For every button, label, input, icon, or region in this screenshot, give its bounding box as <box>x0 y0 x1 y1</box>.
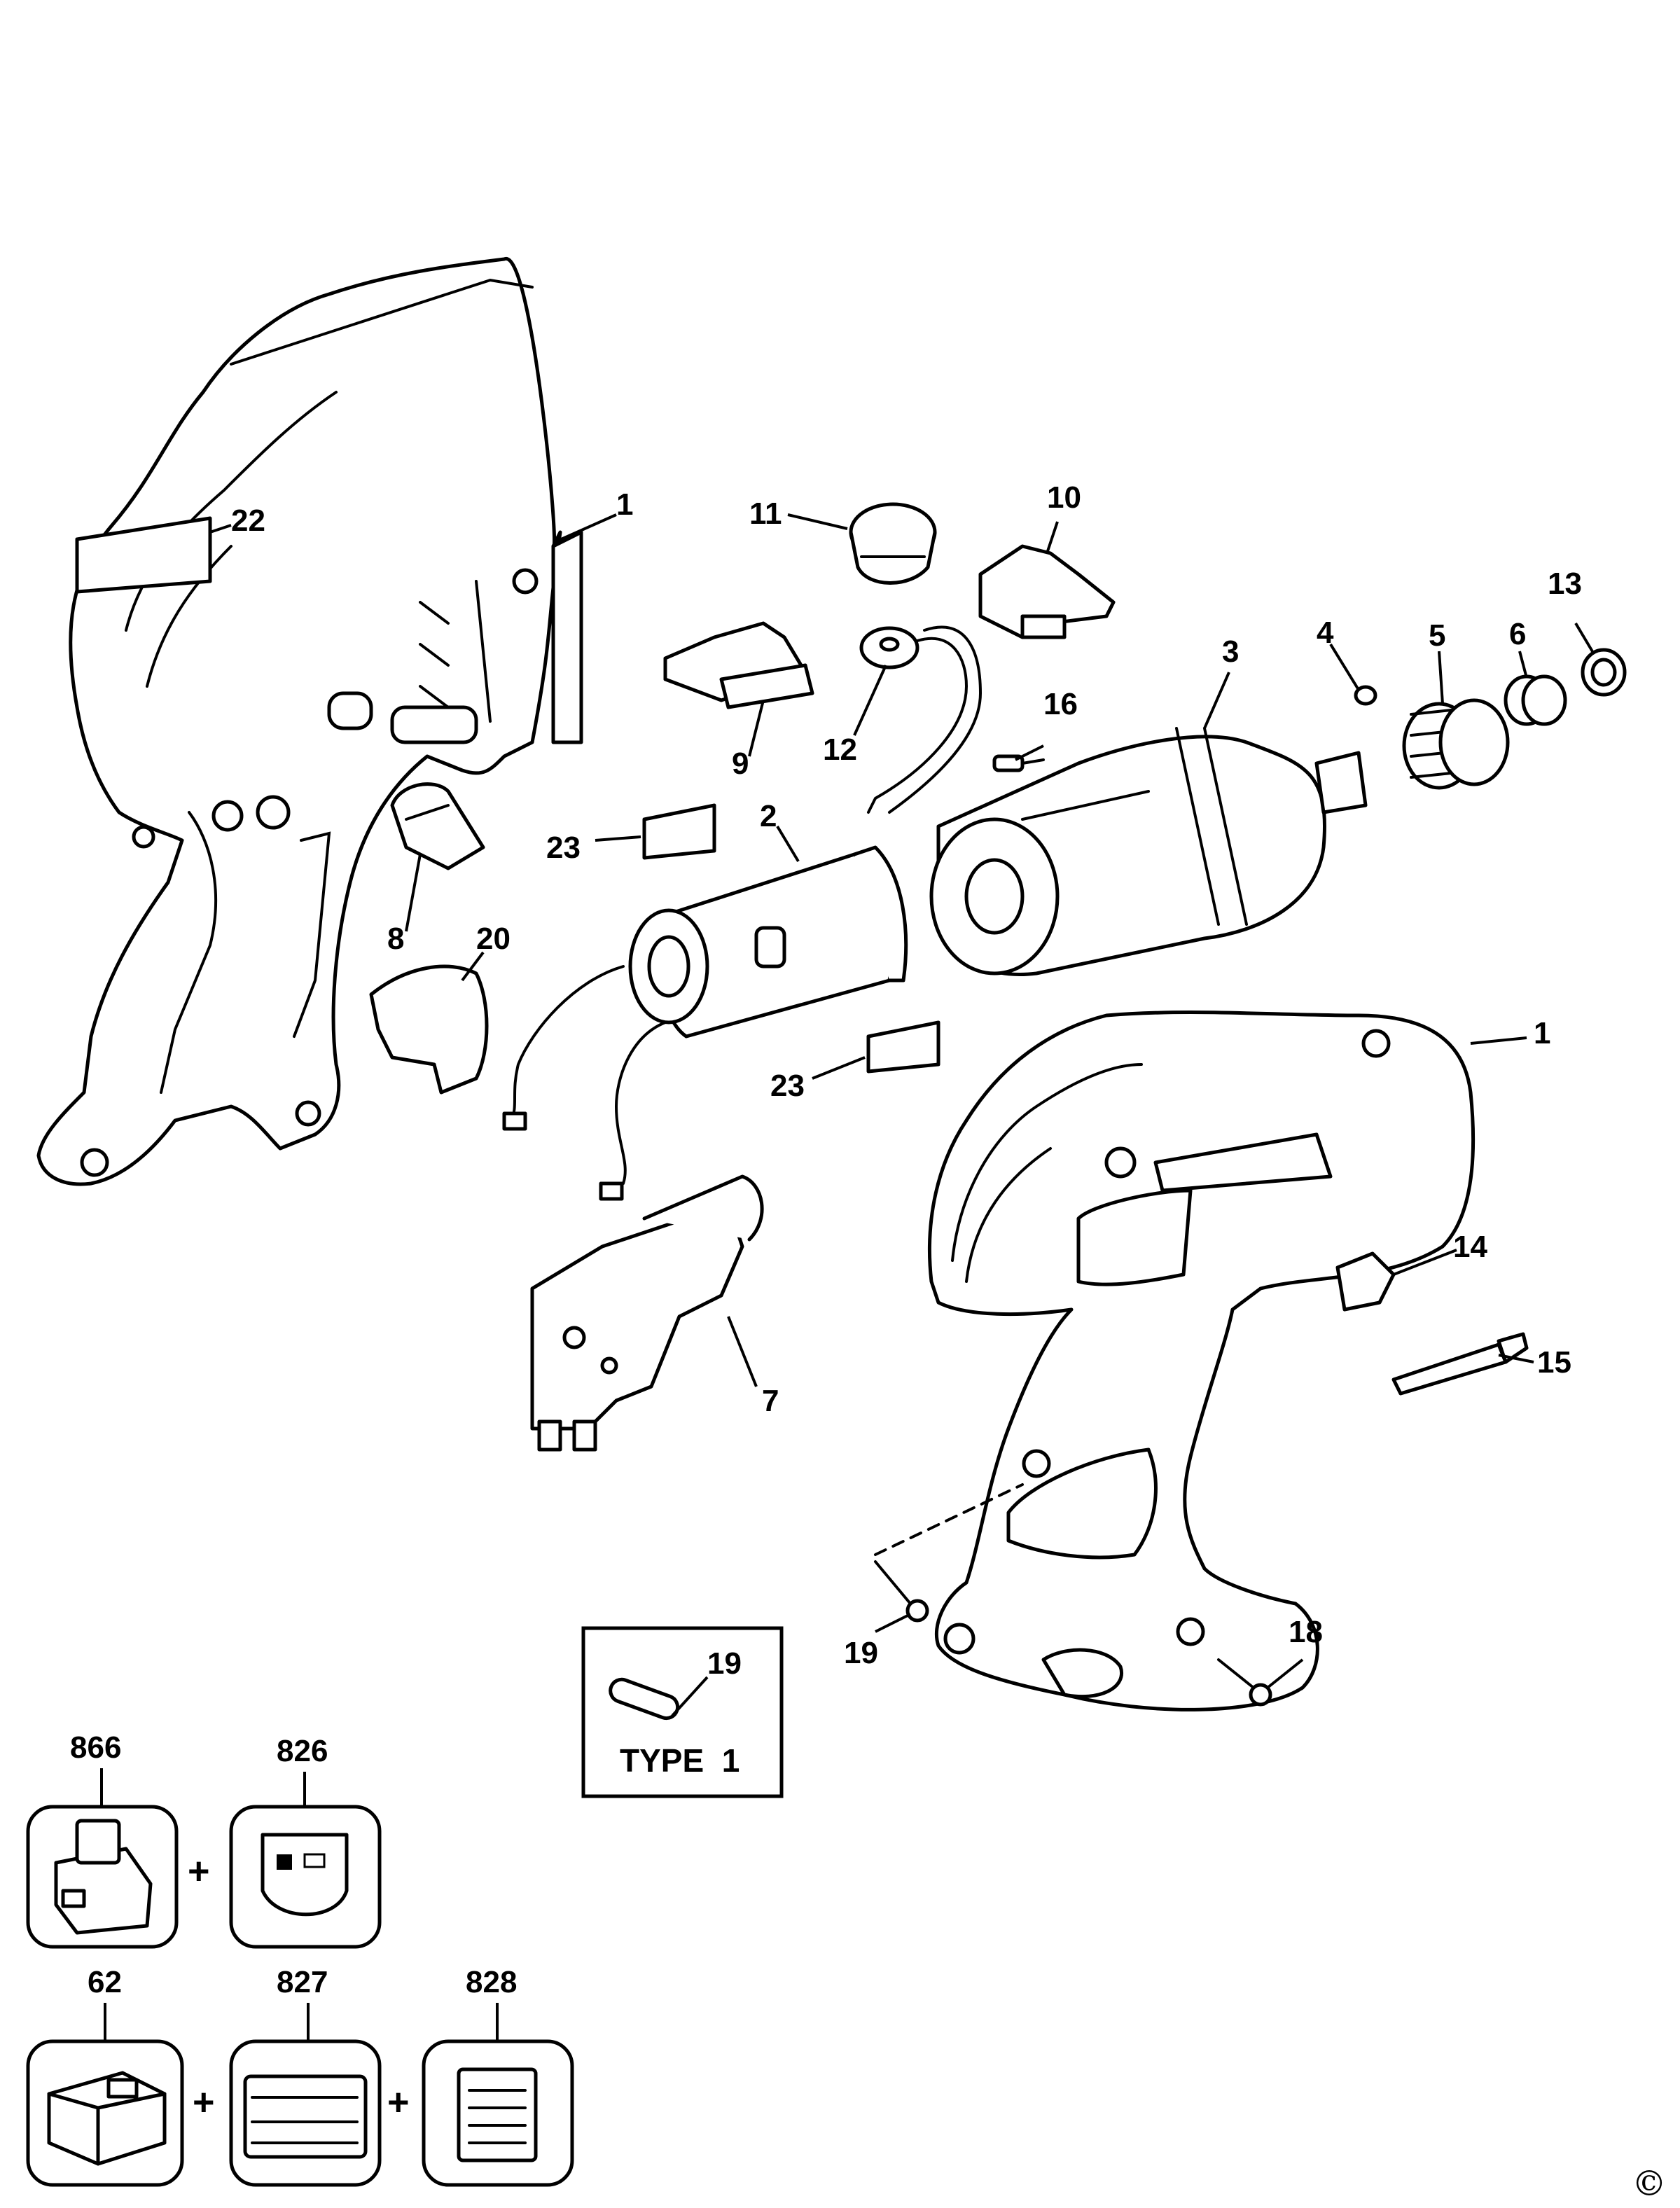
battery-icon <box>54 1819 153 1935</box>
charger-label-b-icon <box>457 2067 538 2162</box>
plus-sign-1: + <box>188 1850 210 1892</box>
part-label-3: 3 <box>1222 634 1239 669</box>
bit-15 <box>1391 1332 1529 1396</box>
part-label-13: 13 <box>1548 567 1582 601</box>
part-label-14: 14 <box>1453 1230 1487 1264</box>
part-label-2: 2 <box>760 799 777 833</box>
type-1-box: 19 TYPE 1 <box>581 1626 784 1798</box>
part-label-22: 22 <box>231 504 265 538</box>
part-12 <box>859 625 983 814</box>
motor <box>502 845 908 1201</box>
part-14 <box>1335 1251 1396 1312</box>
part-label-12: 12 <box>823 732 857 767</box>
right-housing-half <box>927 1011 1476 1711</box>
part-label-7: 7 <box>762 1384 779 1418</box>
charger-label-b-part-number: 828 <box>466 1965 517 1999</box>
part-label-1-right: 1 <box>1534 1016 1550 1050</box>
part-label-6: 6 <box>1509 617 1526 651</box>
type-box-part-label: 19 <box>707 1646 742 1681</box>
charger-icon <box>47 2071 167 2166</box>
label-22 <box>75 516 212 594</box>
part-label-9: 9 <box>732 747 749 781</box>
knob-11 <box>849 502 937 585</box>
screw-18 <box>1217 1658 1272 1707</box>
copyright-mark: © <box>1632 2163 1667 2204</box>
brush-holder-8 <box>390 782 485 870</box>
part-10 <box>978 544 1116 639</box>
charger-label-a-icon <box>243 2074 368 2159</box>
part-label-23-upper: 23 <box>546 831 581 865</box>
washer-6 <box>1504 674 1567 726</box>
part-label-4: 4 <box>1317 616 1334 650</box>
label-23-b <box>866 1020 940 1074</box>
battery-part-number: 866 <box>70 1730 121 1765</box>
part-label-15: 15 <box>1537 1345 1571 1380</box>
accessories: 866 + 826 62 + 827 <box>26 1730 574 2187</box>
battery-label-icon <box>261 1833 349 1917</box>
part-label-11: 11 <box>749 497 782 531</box>
part-label-10: 10 <box>1047 480 1081 515</box>
part-label-23-lower: 23 <box>770 1069 805 1103</box>
gearbox <box>929 727 1368 976</box>
left-housing-half <box>36 257 583 1186</box>
type-box-label: TYPE 1 <box>620 1742 740 1779</box>
battery-label-part-number: 826 <box>277 1734 328 1768</box>
part-label-8: 8 <box>387 922 404 956</box>
spring-5 <box>1402 698 1510 790</box>
switch-assembly <box>530 1174 764 1452</box>
ring-13 <box>1581 648 1627 697</box>
plus-sign-3: + <box>387 2081 410 2123</box>
ball-4 <box>1354 685 1377 706</box>
part-label-20: 20 <box>476 922 511 956</box>
part-label-18: 18 <box>1289 1615 1323 1649</box>
label-23-a <box>642 803 716 860</box>
part-label-16: 16 <box>1043 687 1078 721</box>
part-20 <box>369 964 489 1095</box>
plus-sign-2: + <box>193 2081 215 2123</box>
part-number-labels: 1 1 2 3 4 5 6 7 8 9 10 11 12 13 14 15 16… <box>231 480 1582 1670</box>
screw-19 <box>874 1483 1024 1623</box>
part-label-1-left: 1 <box>616 487 633 522</box>
clip-9 <box>663 621 814 709</box>
charger-label-a-part-number: 827 <box>277 1965 328 1999</box>
part-label-5: 5 <box>1429 618 1445 653</box>
leader-lines <box>209 513 1595 1689</box>
charger-part-number: 62 <box>88 1965 122 1999</box>
part-label-19: 19 <box>844 1636 878 1670</box>
